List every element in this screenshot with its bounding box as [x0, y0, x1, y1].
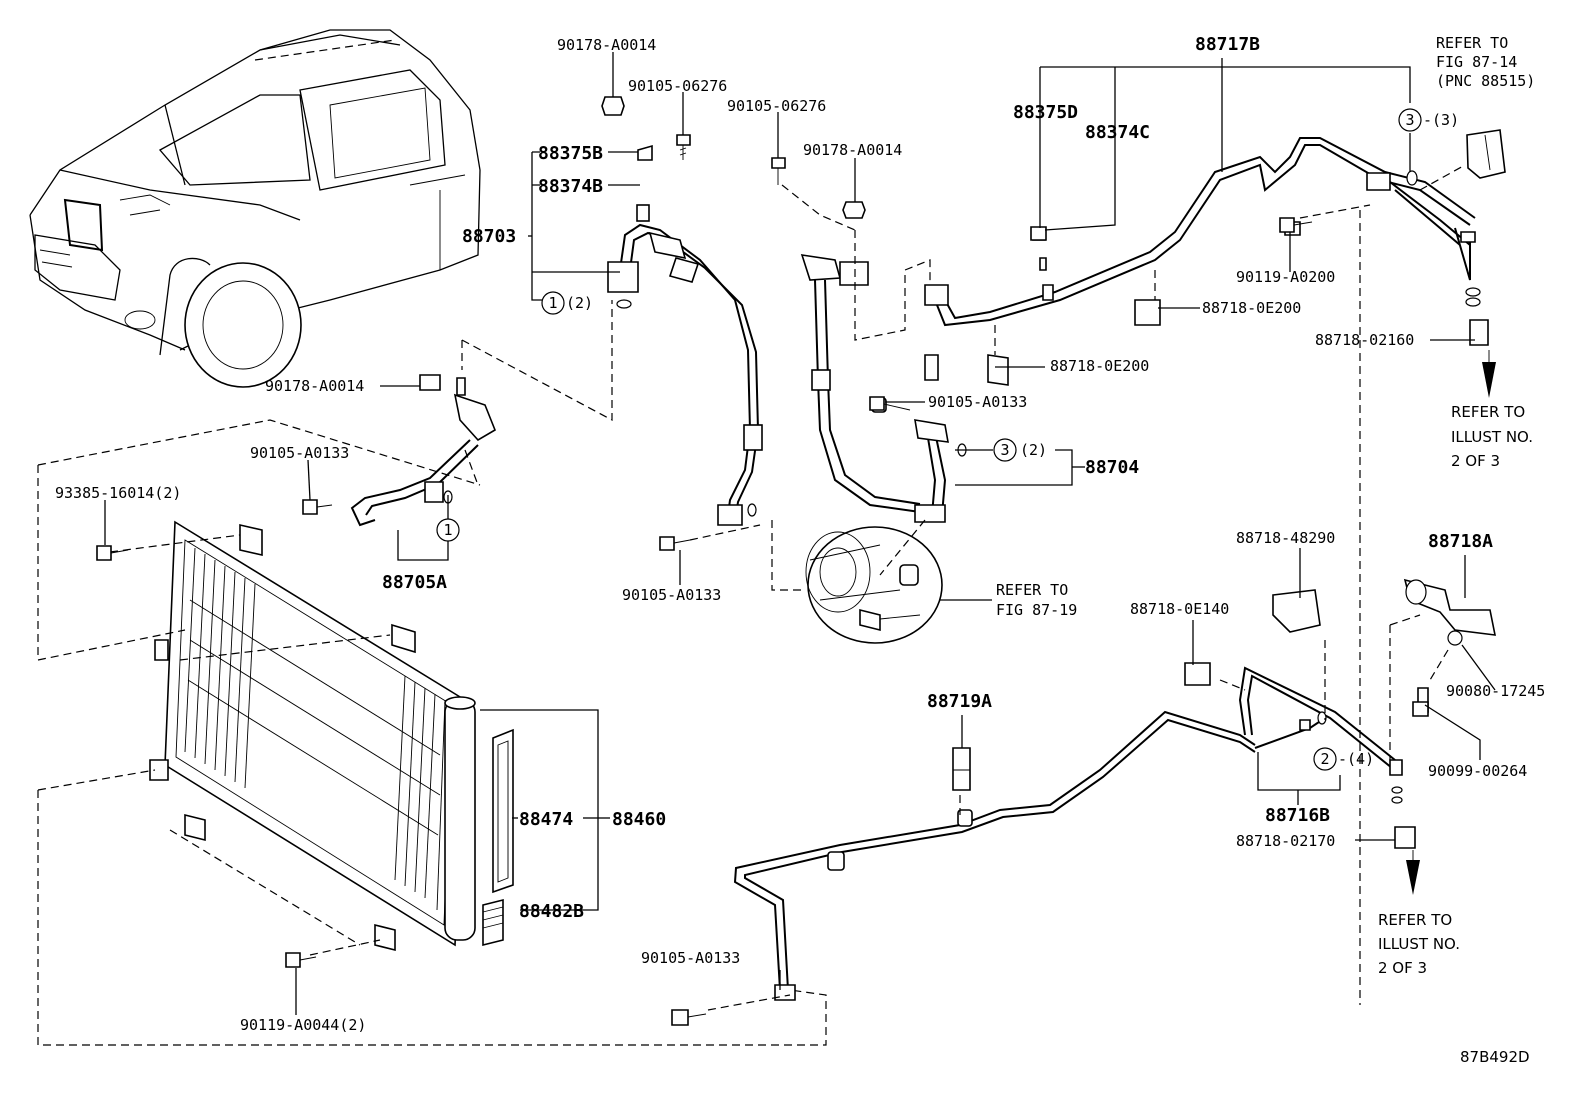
refer-illust-a-line2: ILLUST NO. [1451, 428, 1533, 446]
circle-3-b: 3 [993, 438, 1017, 462]
desiccant-88474 [492, 728, 514, 894]
label-88374B: 88374B [538, 176, 603, 197]
fasteners [96, 96, 1429, 1026]
refer-fig-87-14-line2: FIG 87-14 [1436, 53, 1517, 71]
label-90105-left: 90105-A0133 [250, 444, 349, 462]
label-88374C: 88374C [1085, 122, 1150, 143]
label-88704: 88704 [1085, 457, 1139, 478]
label-88718A: 88718A [1428, 531, 1493, 552]
bolt-icon [869, 396, 885, 411]
label-90080: 90080-17245 [1446, 682, 1545, 700]
label-circle3-qty-mid: (2) [1020, 441, 1047, 459]
label-88718-0e140: 88718-0E140 [1130, 600, 1229, 618]
part-labels: 90178-A0014 90105-06276 90105-06276 9017… [55, 34, 1545, 1066]
label-88703: 88703 [462, 226, 516, 247]
circled-numbers: 1 1 3 3 2 [436, 108, 1422, 771]
plug-88482B [482, 898, 504, 947]
label-88718-02170: 88718-02170 [1236, 832, 1335, 850]
bolt-icon [659, 536, 675, 551]
label-circle3-qty-top: -(3) [1423, 111, 1459, 129]
label-88460: 88460 [612, 809, 666, 830]
label-88474: 88474 [519, 809, 573, 830]
bolt-icon [771, 157, 786, 169]
pipe-88717B [924, 129, 1506, 1005]
suction-hose-88704 [781, 184, 967, 576]
receiver-dryer [444, 699, 476, 941]
label-88375D: 88375D [1013, 102, 1078, 123]
label-88482B: 88482B [519, 901, 584, 922]
svg-text:3: 3 [1405, 111, 1414, 129]
label-circle2-qty: -(4) [1338, 750, 1374, 768]
svg-text:2: 2 [1320, 750, 1329, 768]
arrows [1406, 350, 1496, 895]
label-90105-comp: 90105-A0133 [622, 586, 721, 604]
discharge-hose-88703 [607, 144, 763, 526]
label-88375B: 88375B [538, 143, 603, 164]
label-90105-a0133-mid: 90105-A0133 [928, 393, 1027, 411]
compressor [771, 520, 943, 644]
bolt-icon [285, 952, 301, 968]
refer-fig-87-19-line2: FIG 87-19 [996, 601, 1077, 619]
leader-lines [104, 52, 1496, 1015]
refer-illust-b-line3: 2 OF 3 [1378, 959, 1427, 977]
label-88717B: 88717B [1195, 34, 1260, 55]
label-90099: 90099-00264 [1428, 762, 1527, 780]
circle-3-a: 3 [1398, 108, 1422, 132]
nut-icon [601, 96, 625, 116]
label-90105-06276-a: 90105-06276 [628, 77, 727, 95]
bolt-icon [96, 545, 112, 561]
front-wheel [184, 262, 302, 388]
circle-1-b: 1 [436, 518, 460, 542]
drawing-code: 87B492D [1460, 1048, 1530, 1066]
bolt-icon [302, 499, 318, 515]
label-88718-02160: 88718-02160 [1315, 331, 1414, 349]
liquid-pipe-88716B [689, 524, 1497, 1011]
down-arrow-icon [1482, 362, 1496, 398]
refer-fig-87-19-line1: REFER TO [996, 581, 1068, 599]
refer-illust-a-line1: REFER TO [1451, 403, 1525, 421]
circle-2: 2 [1313, 747, 1337, 771]
down-arrow-icon [1406, 860, 1420, 895]
refer-fig-87-14-line3: (PNC 88515) [1436, 72, 1535, 90]
refer-illust-a-line3: 2 OF 3 [1451, 452, 1500, 470]
condenser-assembly [149, 520, 514, 952]
bolt-icon [671, 1009, 689, 1026]
nut-icon [842, 201, 866, 219]
circle-1-a: 1 [541, 291, 565, 315]
vehicle-illustration [29, 29, 481, 388]
pressure-switch [952, 747, 971, 791]
label-88716B: 88716B [1265, 805, 1330, 826]
label-90105-bottom: 90105-A0133 [641, 949, 740, 967]
bolt-icon [1279, 217, 1295, 233]
label-88718-0e200-a: 88718-0E200 [1202, 299, 1301, 317]
hose-fitting [743, 424, 763, 451]
label-90178-mid: 90178-A0014 [803, 141, 902, 159]
bracket-88718A [1403, 578, 1497, 636]
label-88719A: 88719A [927, 691, 992, 712]
refer-illust-b-line2: ILLUST NO. [1378, 935, 1460, 953]
label-88718-48290: 88718-48290 [1236, 529, 1335, 547]
refer-illust-b-line1: REFER TO [1378, 911, 1452, 929]
label-90178-left: 90178-A0014 [265, 377, 364, 395]
expansion-valve [1466, 129, 1506, 179]
label-88705A: 88705A [382, 572, 447, 593]
label-90119-a0200: 90119-A0200 [1236, 268, 1335, 286]
condenser-dashed-outline [37, 419, 827, 1046]
bolt-icon [1412, 701, 1429, 717]
refer-fig-87-14-line1: REFER TO [1436, 34, 1508, 52]
label-90178-top: 90178-A0014 [557, 36, 656, 54]
svg-text:3: 3 [1000, 441, 1009, 459]
svg-text:1: 1 [548, 294, 557, 312]
label-90119-a0044: 90119-A0044(2) [240, 1016, 366, 1034]
label-93385: 93385-16014(2) [55, 484, 181, 502]
svg-text:1: 1 [443, 521, 452, 539]
bolt-icon [676, 134, 691, 146]
label-88718-0e200-b: 88718-0E200 [1050, 357, 1149, 375]
label-circle1-qty: (2) [566, 294, 593, 312]
label-90105-06276-b: 90105-06276 [727, 97, 826, 115]
bracket-88705A [350, 300, 613, 527]
